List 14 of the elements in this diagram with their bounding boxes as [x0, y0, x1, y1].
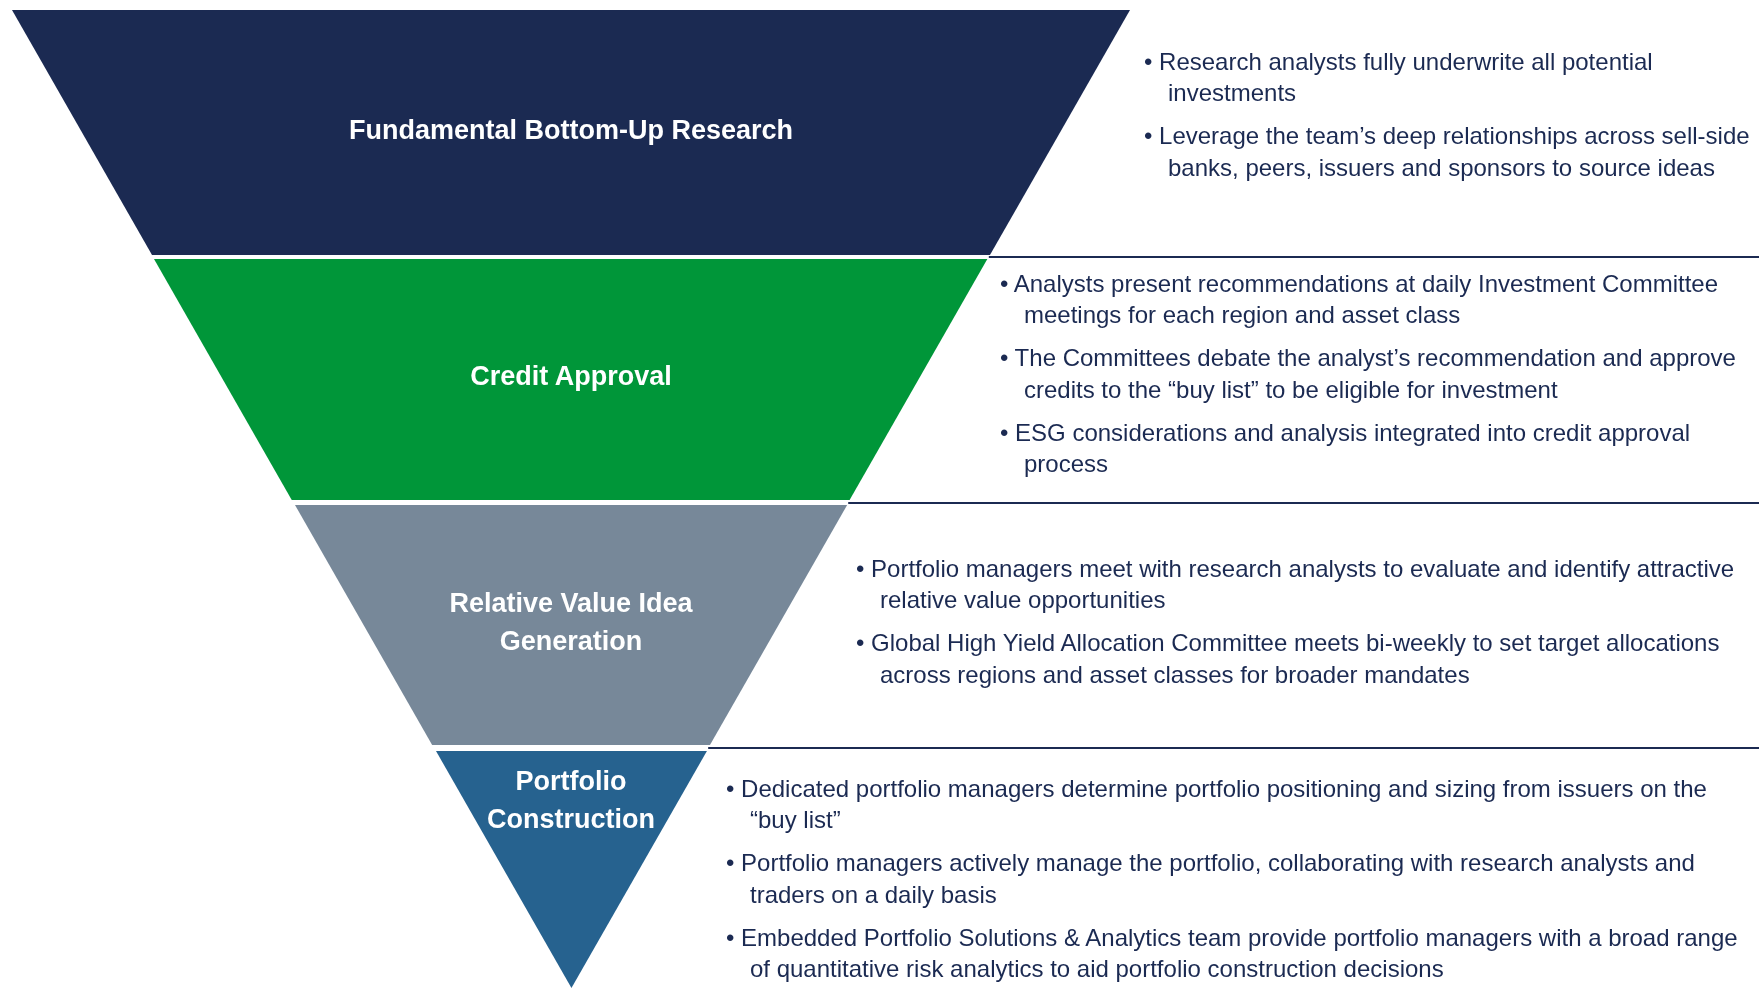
bullet-text: • Dedicated portfolio managers determine portfolio positioning and sizing from issuers on the “buy list”: [725, 774, 1708, 836]
bullet-text: • Leverage the team’s deep relationships across sell-side banks, peers, issuers and sponsors to source ideas: [1143, 121, 1751, 183]
bullet-text: • Global High Yield Allocation Committee meets bi-weekly to set target allocations across regions and asset classes for broader mandates: [855, 628, 1721, 690]
bullet-text: • Analysts present recommendations at daily Investment Committee meetings for each region and asset class: [999, 269, 1720, 331]
stage-title: Relative Value Idea Generation: [448, 587, 694, 658]
stage-title: Credit Approval: [469, 360, 673, 393]
bullet-text: • Embedded Portfolio Solutions & Analytics team provide portfolio managers with a broad range of quantitative risk analytics to aid portfolio construction decisions: [725, 922, 1739, 984]
bullet-text: • Portfolio managers actively manage the portfolio, collaborating with research analysts and traders on a daily basis: [725, 848, 1696, 910]
stage-title: Portfolio Construction: [486, 765, 656, 836]
bullet-text: • Research analysts fully underwrite all potential investments: [1143, 47, 1654, 109]
bullet-text: • ESG considerations and analysis integrated into credit approval process: [999, 417, 1692, 479]
bullet-text: • Portfolio managers meet with research analysts to evaluate and identify attractive relative value opportunities: [855, 554, 1736, 616]
stage-title: Fundamental Bottom-Up Research: [347, 114, 795, 147]
bullet-text: • The Committees debate the analyst’s recommendation and approve credits to the “buy list” to be eligible for investment: [999, 343, 1737, 405]
